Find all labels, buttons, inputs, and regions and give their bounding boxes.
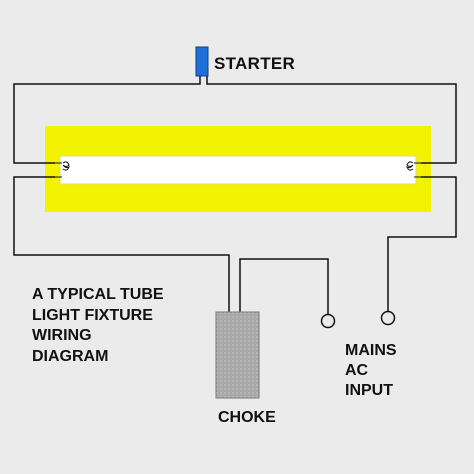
mains-line-3: INPUT [345,382,393,399]
right-filament-icon [405,161,421,178]
choke-label: CHOKE [218,409,276,426]
mains-ac-input-label: MAINS AC INPUT [345,341,397,401]
wire-right-bottom [387,176,457,311]
mains-terminal-right [380,310,396,326]
choke-ballast [215,311,260,399]
starter-label: STARTER [214,54,296,73]
mains-line-1: MAINS [345,342,397,359]
wire-left-top [13,74,201,164]
wire-right-top [206,74,457,164]
left-filament-icon [55,161,71,178]
mains-line-2: AC [345,362,369,379]
wire-choke-mains [239,258,329,314]
wire-left-bottom [13,176,230,312]
wires [13,74,457,314]
title-line-1: A TYPICAL TUBE [32,286,164,303]
fluorescent-tube [59,155,417,185]
title-line-2: LIGHT FIXTURE [32,306,153,324]
mains-terminal-left [320,313,336,329]
title-line-4: DIAGRAM [32,347,109,365]
diagram-title: A TYPICAL TUBE LIGHT FIXTURE WIRING DIAG… [32,285,164,367]
title-line-3: WIRING [32,327,92,344]
starter-component [195,46,209,77]
